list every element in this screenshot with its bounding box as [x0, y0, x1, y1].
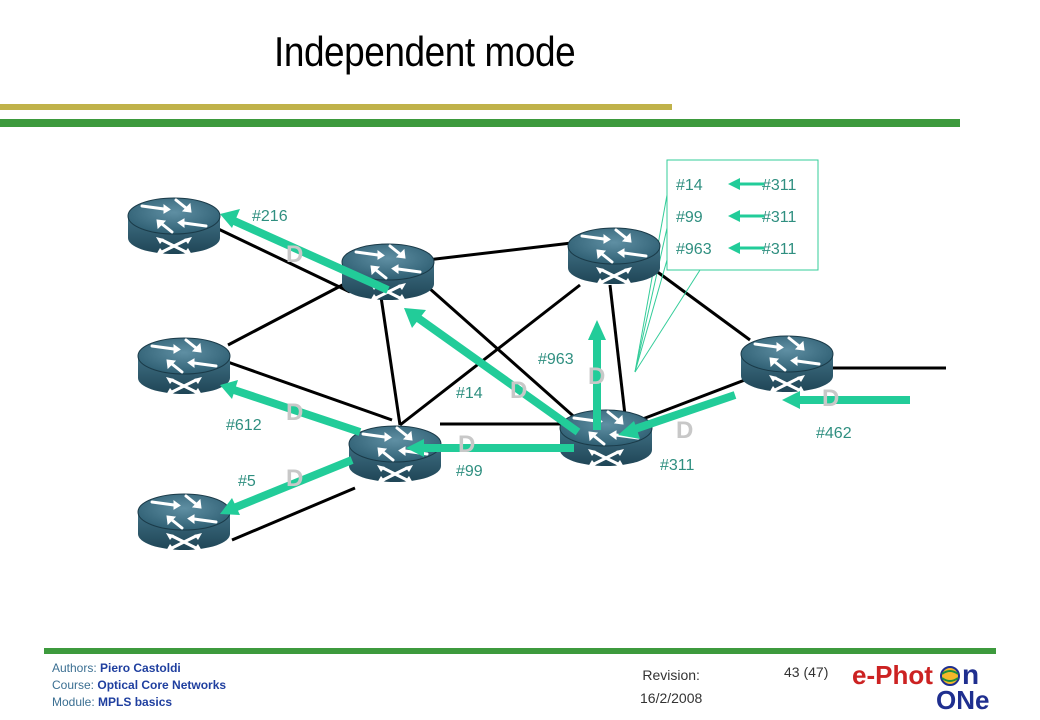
course-value: Optical Core Networks — [97, 678, 227, 692]
mpls-labels: #216 #612 #5 #14 #99 #963 #311 #462 — [226, 208, 852, 490]
arrow-5 — [232, 456, 354, 512]
link-r2-r4 — [378, 289, 402, 426]
title-underline-green — [0, 119, 960, 127]
logo-text-1: e-Phot — [852, 660, 933, 690]
arrow-612 — [232, 386, 362, 436]
router-icon — [739, 334, 835, 395]
link-r6-r7 — [647, 263, 751, 342]
arrow-311 — [630, 391, 737, 434]
footer-credits: Authors: Piero Castoldi Course: Optical … — [52, 660, 226, 711]
authors-label: Authors: — [52, 661, 97, 675]
d-marker: D — [822, 385, 839, 412]
d-marker: D — [676, 417, 693, 444]
label-216: #216 — [252, 208, 288, 225]
link-r3-r2 — [227, 278, 353, 347]
d-marker: D — [510, 377, 527, 404]
link-r2-r5 — [419, 278, 581, 424]
table-in-label: #99 — [676, 209, 703, 226]
logo-text-1-end: n — [962, 660, 979, 690]
network-diagram: D D D D D D D D #216 #612 #5 #14 #99 #96… — [126, 159, 946, 553]
router-icon — [347, 424, 443, 485]
link-r2-r6 — [409, 240, 581, 264]
table-in-label: #963 — [676, 241, 712, 258]
title-underline-olive — [0, 104, 672, 110]
d-marker: D — [588, 363, 605, 390]
arrow-216 — [230, 216, 390, 294]
globe-icon — [940, 666, 960, 686]
label-963: #963 — [538, 351, 574, 368]
d-marker: D — [458, 431, 475, 458]
module-value: MPLS basics — [98, 695, 173, 709]
label-mapping-table: #14 #311 #99 #311 #963 #311 — [676, 177, 797, 258]
revision-date: 16/2/2008 — [640, 690, 703, 706]
link-r8-r4 — [231, 486, 356, 542]
table-in-label: #14 — [676, 177, 703, 194]
label-14: #14 — [456, 385, 483, 402]
table-out-label: #311 — [762, 177, 797, 194]
logo-text-2: ONe — [936, 685, 989, 712]
ephoton-one-logo: e-Phot n ONe — [852, 660, 989, 712]
link-r3-r4 — [221, 358, 393, 422]
table-out-label: #311 — [762, 209, 797, 226]
d-marker: D — [286, 399, 303, 426]
binding-arrows — [220, 209, 910, 515]
table-pointer-lines — [634, 159, 819, 373]
link-r5-r7 — [639, 376, 751, 422]
arrow-14 — [415, 314, 581, 436]
d-marker: D — [286, 465, 303, 492]
module-label: Module: — [52, 695, 95, 709]
d-marker: D — [286, 241, 303, 268]
network-links — [209, 223, 946, 542]
link-r4-r6 — [399, 283, 581, 427]
revision-label: Revision: — [642, 667, 700, 683]
label-612: #612 — [226, 417, 262, 434]
revision-info: Revision: 16/2/2008 — [640, 664, 702, 710]
label-5: #5 — [238, 473, 256, 490]
authors-value: Piero Castoldi — [100, 661, 181, 675]
page-number: 43 (47) — [784, 664, 829, 680]
label-99: #99 — [456, 463, 483, 480]
link-r1-r2 — [209, 223, 351, 294]
link-r6-r5 — [608, 284, 627, 416]
footer-divider — [44, 648, 996, 654]
d-markers: D D D D D D D D — [286, 241, 839, 492]
label-311: #311 — [660, 457, 695, 474]
router-icon — [136, 336, 232, 397]
label-462: #462 — [816, 425, 852, 442]
course-label: Course: — [52, 678, 95, 692]
router-icon — [566, 226, 662, 287]
router-icon — [126, 196, 222, 257]
router-icon — [136, 492, 232, 553]
page-title: Independent mode — [274, 28, 576, 75]
table-out-label: #311 — [762, 241, 797, 258]
